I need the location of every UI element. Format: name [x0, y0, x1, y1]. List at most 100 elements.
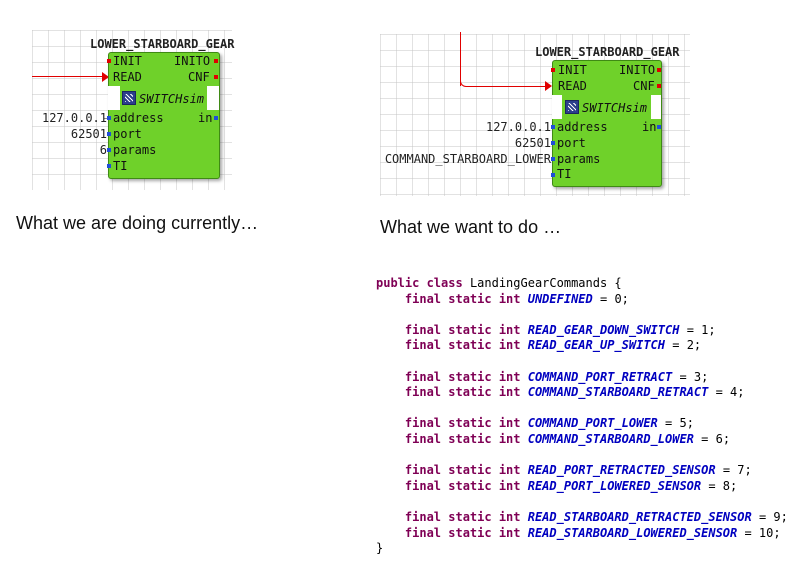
left-ti-port[interactable] — [107, 164, 111, 168]
left-value-params: 6 — [99, 143, 107, 157]
right-read-arrowhead — [545, 81, 552, 91]
class-name: LandingGearCommands { — [469, 276, 622, 290]
right-output-cnf: CNF — [633, 79, 655, 93]
left-address-port[interactable] — [107, 116, 111, 120]
right-caption: What we want to do … — [380, 217, 562, 237]
blank-line — [376, 354, 788, 370]
constant-name: COMMAND_STARBOARD_RETRACT — [527, 385, 709, 400]
right-data-params: params — [557, 152, 601, 166]
right-cnf-port[interactable] — [657, 84, 661, 88]
constant-name: COMMAND_STARBOARD_LOWER — [527, 431, 694, 446]
simulator-icon — [565, 100, 579, 114]
right-diagram: LOWER_STARBOARD_GEAR INIT READ INITO CNF… — [0, 0, 800, 210]
right-init-port[interactable] — [551, 68, 555, 72]
left-fb-notch-left — [108, 86, 120, 110]
code-line: final static int READ_PORT_RETRACTED_SEN… — [376, 463, 788, 479]
right-data-address: address — [557, 120, 608, 134]
decl-keywords: final static int — [404, 416, 521, 431]
code-line: final static int READ_STARBOARD_RETRACTE… — [376, 510, 788, 526]
constant-name: UNDEFINED — [527, 291, 593, 306]
left-input-read: READ — [113, 70, 142, 84]
blank-line — [376, 494, 788, 510]
right-type-name: SWITCHsim — [565, 100, 647, 115]
decl-keywords: final static int — [404, 338, 521, 353]
code-line: final static int UNDEFINED = 0; — [376, 292, 788, 308]
class-closing-brace: } — [376, 541, 384, 556]
blank-line — [376, 401, 788, 417]
constant-name: READ_STARBOARD_LOWERED_SENSOR — [527, 525, 738, 540]
constant-value: = 8; — [708, 478, 738, 493]
left-data-params: params — [113, 143, 157, 157]
right-value-port: 62501 — [514, 136, 551, 150]
left-output-inito: INITO — [174, 54, 211, 68]
decl-keywords: final static int — [404, 369, 521, 384]
left-value-address: 127.0.0.1 — [41, 111, 107, 125]
constant-name: READ_STARBOARD_RETRACTED_SENSOR — [527, 509, 752, 524]
blank-line — [376, 307, 788, 323]
class-keywords: public class — [376, 276, 463, 290]
right-read-connection-vertical — [460, 32, 461, 86]
right-fb-notch-left — [552, 95, 562, 119]
constant-name: COMMAND_PORT_RETRACT — [527, 369, 673, 384]
left-diagram: LOWER_STARBOARD_GEAR INIT READ INITO CNF… — [0, 0, 360, 200]
decl-keywords: final static int — [404, 385, 521, 400]
left-fb-block[interactable] — [108, 52, 220, 179]
constant-value: = 5; — [665, 416, 694, 431]
left-caption: What we are doing currently… — [16, 213, 259, 233]
code-line: final static int COMMAND_STARBOARD_LOWER… — [376, 432, 788, 448]
left-block-title: LOWER_STARBOARD_GEAR — [90, 37, 235, 51]
decl-keywords: final static int — [404, 478, 521, 493]
left-value-port: 62501 — [70, 127, 107, 141]
right-in-port[interactable] — [657, 125, 661, 129]
blank-line — [376, 448, 788, 464]
right-inito-port[interactable] — [657, 68, 661, 72]
left-params-port[interactable] — [107, 148, 111, 152]
left-output-cnf: CNF — [188, 70, 210, 84]
left-data-address: address — [113, 111, 164, 125]
right-fb-notch-right — [651, 95, 661, 119]
constant-name: READ_PORT_LOWERED_SENSOR — [527, 478, 702, 493]
left-port-port[interactable] — [107, 132, 111, 136]
constant-value: = 7; — [722, 463, 752, 478]
left-type-name: SWITCHsim — [122, 91, 204, 106]
code-listing: public class LandingGearCommands { final… — [376, 276, 788, 557]
constant-value: = 9; — [758, 509, 788, 524]
left-init-port[interactable] — [107, 59, 111, 63]
constant-value: = 10; — [744, 525, 781, 540]
decl-keywords: final static int — [404, 463, 521, 478]
left-cnf-port[interactable] — [214, 75, 218, 79]
decl-keywords: final static int — [404, 525, 521, 540]
right-input-read: READ — [558, 79, 587, 93]
right-address-port[interactable] — [551, 125, 555, 129]
left-fb-notch-right — [207, 86, 219, 110]
decl-keywords: final static int — [404, 509, 521, 524]
right-ti-port[interactable] — [551, 173, 555, 177]
left-in-port[interactable] — [214, 116, 218, 120]
right-read-connection-horizontal — [468, 86, 548, 87]
constant-name: READ_GEAR_DOWN_SWITCH — [527, 322, 680, 337]
left-input-init: INIT — [113, 54, 142, 68]
simulator-icon — [122, 91, 136, 105]
right-value-params: COMMAND_STARBOARD_LOWER — [384, 152, 551, 166]
right-port-port[interactable] — [551, 141, 555, 145]
code-line: final static int READ_PORT_LOWERED_SENSO… — [376, 479, 788, 495]
right-block-title: LOWER_STARBOARD_GEAR — [535, 45, 680, 59]
left-address-link — [104, 118, 108, 119]
code-line: final static int COMMAND_PORT_LOWER = 5; — [376, 416, 788, 432]
constant-value: = 3; — [679, 369, 709, 384]
left-data-out-in: in — [198, 111, 213, 125]
constant-value: = 6; — [701, 431, 731, 446]
left-data-port: port — [113, 127, 142, 141]
code-line: final static int READ_GEAR_UP_SWITCH = 2… — [376, 338, 788, 354]
constant-name: COMMAND_PORT_LOWER — [527, 416, 658, 431]
right-read-connection-corner — [460, 78, 469, 87]
code-line: final static int READ_GEAR_DOWN_SWITCH =… — [376, 323, 788, 339]
right-fb-block[interactable] — [552, 60, 662, 187]
constant-value: = 2; — [672, 338, 702, 353]
left-inito-port[interactable] — [214, 59, 218, 63]
left-read-arrowhead — [102, 72, 109, 82]
right-params-port[interactable] — [551, 157, 555, 161]
decl-keywords: final static int — [404, 431, 521, 446]
constant-value: = 1; — [686, 322, 716, 337]
decl-keywords: final static int — [404, 291, 521, 306]
